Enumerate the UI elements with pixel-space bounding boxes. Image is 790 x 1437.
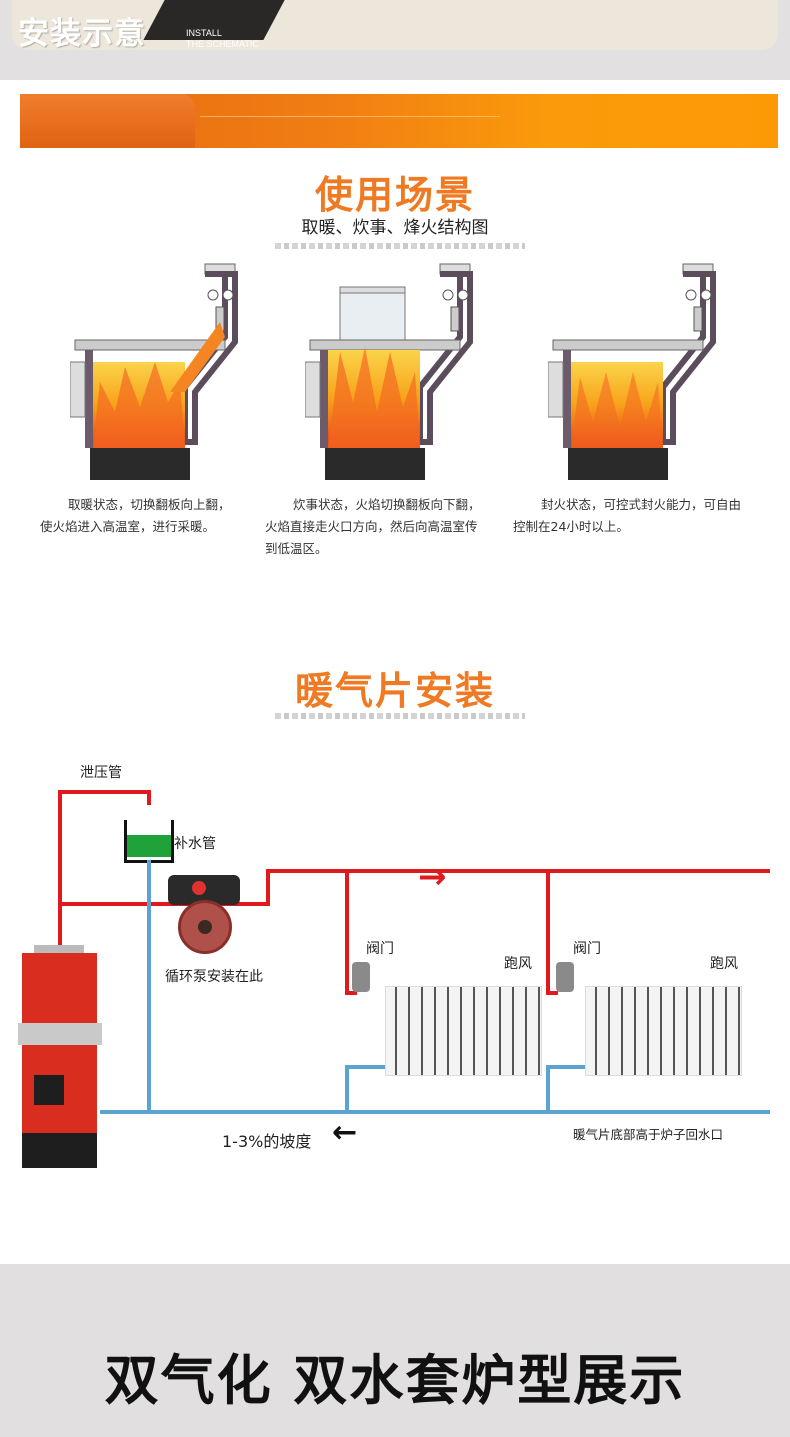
scene-description-banked-fire: 封火状态，可控式封火能力，可自由 控制在24小时以上。 <box>513 494 773 538</box>
label-air-vent-2: 跑风 <box>710 956 738 972</box>
scene-text: 取暖状态，切换翻板向上翻， <box>68 497 231 512</box>
label-valve-1: 阀门 <box>366 941 394 957</box>
stove-diagram-cooking <box>305 263 473 480</box>
banner-subtitle-line1: INSTALL <box>186 28 222 38</box>
section-banner <box>20 94 778 148</box>
radiator-heading: 暖气片安装 <box>294 669 495 713</box>
flow-direction-arrow-icon: → <box>418 857 447 897</box>
top-photo-strip <box>0 0 790 80</box>
label-slope: 1-3%的坡度 <box>222 1132 312 1151</box>
usage-subheading: 取暖、炊事、烽火结构图 <box>301 218 489 238</box>
label-pump-location: 循环泵安装在此 <box>165 969 263 985</box>
radiator-installation-diagram: → ← <box>0 740 790 1180</box>
usage-heading: 使用场景 <box>314 173 475 217</box>
slope-arrow-icon: ← <box>332 1115 358 1150</box>
radiator-1 <box>385 986 542 1076</box>
stove-diagram-banked-fire <box>548 263 716 480</box>
label-pressure-relief-pipe: 泄压管 <box>80 765 122 781</box>
scene-description-cooking: 炊事状态，火焰切换翻板向下翻， 火焰直接走火口方向，然后向高温室传 到低温区。 <box>265 494 505 560</box>
decorative-divider <box>275 713 525 719</box>
scene-text: 火焰直接走火口方向，然后向高温室传 <box>265 519 478 534</box>
scene-text: 炊事状态，火焰切换翻板向下翻， <box>293 497 481 512</box>
label-air-vent-1: 跑风 <box>504 956 532 972</box>
banner-subtitle-line2: THE SCHEMATIC <box>186 39 259 49</box>
valve-2-icon <box>556 962 574 992</box>
valve-1-icon <box>352 962 370 992</box>
bottom-title: 双气化 双水套炉型展示 <box>104 1349 686 1412</box>
scene-text: 控制在24小时以上。 <box>513 519 629 534</box>
label-valve-2: 阀门 <box>573 941 601 957</box>
label-water-supply-pipe: 补水管 <box>174 836 216 852</box>
stove-diagram-heating <box>70 263 238 480</box>
scene-description-heating: 取暖状态，切换翻板向上翻， 使火焰进入高温室，进行采暖。 <box>40 494 260 538</box>
radiator-2 <box>585 986 742 1076</box>
product-photo <box>12 0 778 50</box>
scene-text: 到低温区。 <box>265 541 328 556</box>
scene-text: 封火状态，可控式封火能力，可自由 <box>541 497 742 512</box>
pump-motor-icon <box>178 900 232 954</box>
expansion-tank <box>124 820 174 863</box>
banner-title: 安装示意 <box>18 16 146 52</box>
boiler-stove-image <box>18 945 102 1170</box>
bottom-title-band <box>0 1264 790 1437</box>
label-radiator-note: 暖气片底部高于炉子回水口 <box>573 1127 724 1142</box>
decorative-divider <box>275 243 525 249</box>
scene-text: 使火焰进入高温室，进行采暖。 <box>40 519 216 534</box>
